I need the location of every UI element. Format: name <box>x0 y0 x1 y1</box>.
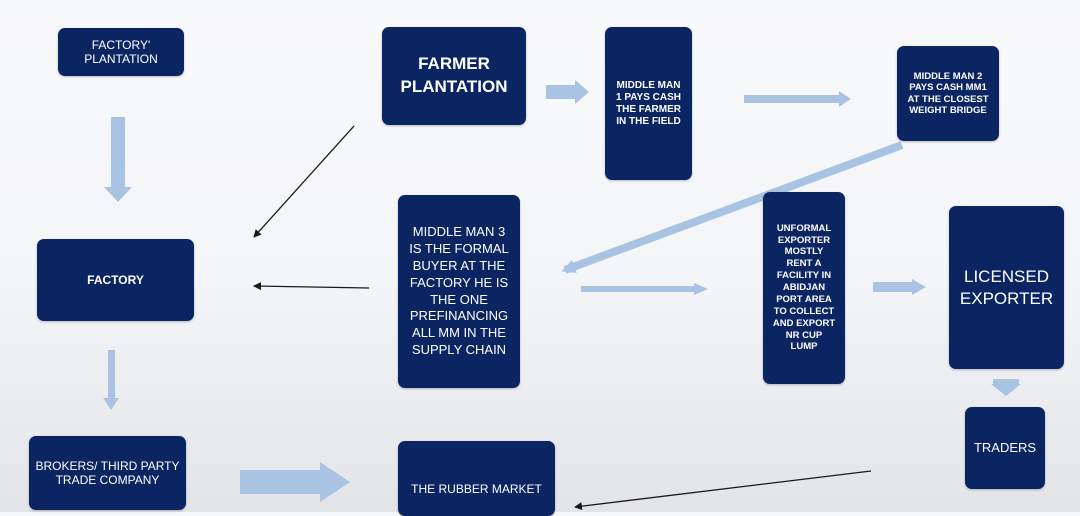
factory-box: FACTORY <box>37 239 194 321</box>
arrow-factory-plantation-to-factory <box>104 117 132 202</box>
arrow-licensed-to-traders <box>991 379 1021 396</box>
factory-plantation-label: FACTORY' PLANTATION <box>84 37 158 66</box>
rubber-market-label: THE RUBBER MARKET <box>411 482 542 497</box>
middle-man-1-label: MIDDLE MAN 1 PAYS CASH THE FARMER IN THE… <box>615 79 682 127</box>
traders-label: TRADERS <box>973 440 1037 456</box>
arrow-mm3-to-unformal <box>581 283 708 295</box>
licensed-exporter-box: LICENSED EXPORTER <box>949 206 1064 369</box>
factory-plantation-box: FACTORY' PLANTATION <box>58 28 184 76</box>
arrow-farmer-to-factory <box>253 125 355 238</box>
factory-label: FACTORY <box>87 272 144 287</box>
arrow-factory-to-brokers <box>103 350 119 410</box>
middle-man-1-box: MIDDLE MAN 1 PAYS CASH THE FARMER IN THE… <box>605 27 692 180</box>
middle-man-2-box: MIDDLE MAN 2 PAYS CASH MM1 AT THE CLOSES… <box>897 46 999 141</box>
farmer-plantation-label: FARMER PLANTATION <box>400 54 508 96</box>
brokers-box: BROKERS/ THIRD PARTY TRADE COMPANY <box>29 436 186 510</box>
arrow-mm3-to-factory <box>253 282 370 291</box>
arrow-mm2-to-mm3 <box>561 141 904 274</box>
arrow-mm1-to-mm2 <box>744 91 851 107</box>
brokers-label: BROKERS/ THIRD PARTY TRADE COMPANY <box>35 458 180 487</box>
farmer-plantation-box: FARMER PLANTATION <box>382 27 526 125</box>
unformal-exporter-label: UNFORMAL EXPORTER MOSTLY RENT A FACILITY… <box>772 222 836 353</box>
arrow-traders-to-rubber-market <box>574 470 872 511</box>
middle-man-2-label: MIDDLE MAN 2 PAYS CASH MM1 AT THE CLOSES… <box>907 70 989 116</box>
middle-man-3-label: MIDDLE MAN 3 IS THE FORMAL BUYER AT THE … <box>409 223 509 358</box>
middle-man-3-box: MIDDLE MAN 3 IS THE FORMAL BUYER AT THE … <box>398 195 520 388</box>
arrow-unformal-to-licensed <box>873 279 926 295</box>
rubber-market-box: THE RUBBER MARKET <box>398 441 555 516</box>
unformal-exporter-box: UNFORMAL EXPORTER MOSTLY RENT A FACILITY… <box>763 192 845 384</box>
licensed-exporter-label: LICENSED EXPORTER <box>959 267 1054 308</box>
traders-box: TRADERS <box>965 407 1045 489</box>
arrow-brokers-to-rubber-market <box>240 462 350 502</box>
arrow-farmer-to-mm1 <box>546 80 589 104</box>
